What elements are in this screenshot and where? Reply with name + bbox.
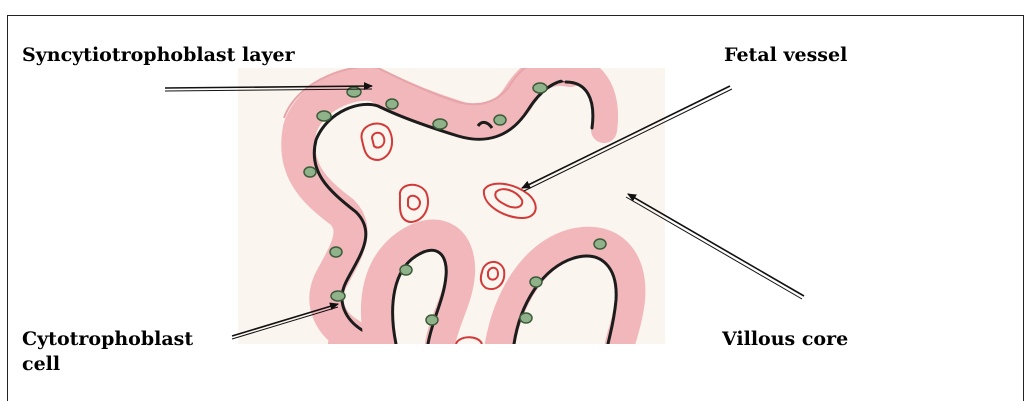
label-syncytiotrophoblast-layer: Syncytiotrophoblast layer: [22, 43, 295, 68]
label-cytotrophoblast-line2: cell: [22, 352, 193, 377]
label-cytotrophoblast-cell: Cytotrophoblast cell: [22, 327, 193, 377]
label-fetal-vessel: Fetal vessel: [724, 43, 847, 68]
label-cytotrophoblast-line1: Cytotrophoblast: [22, 327, 193, 352]
label-villous-core: Villous core: [722, 327, 848, 352]
